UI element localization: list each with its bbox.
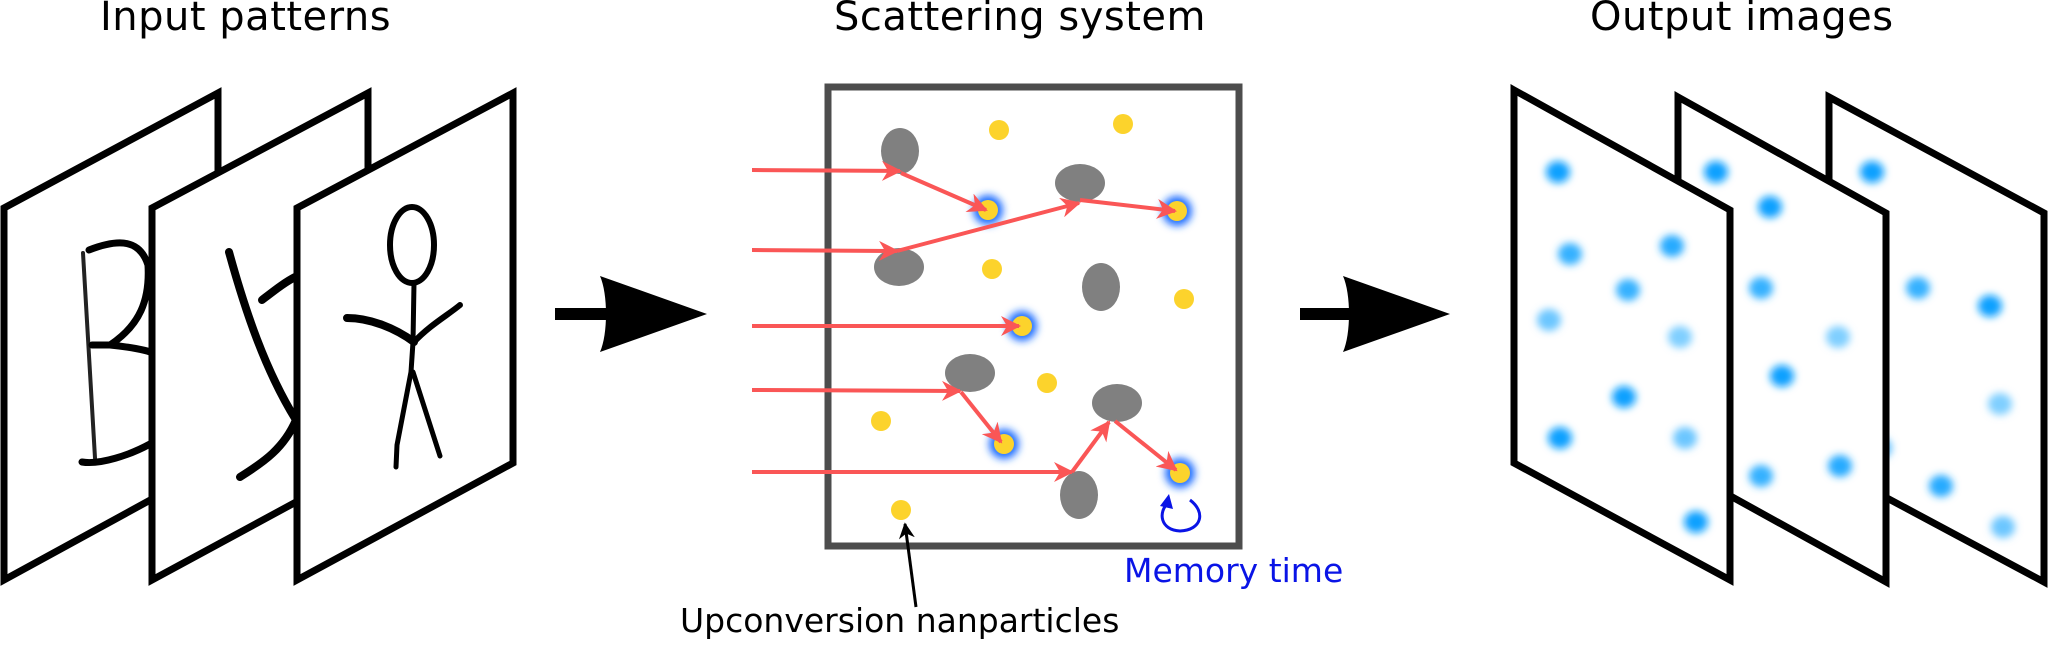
scatterer	[1055, 164, 1105, 202]
excited-nanoparticle	[973, 195, 1003, 225]
emission-spot	[1826, 326, 1850, 348]
output-images-stack	[1510, 84, 2048, 588]
stick-figure-drawing	[343, 204, 463, 470]
output-spots-2	[1704, 161, 1852, 487]
scatterer	[1082, 263, 1120, 311]
nanoparticle-indicated	[891, 500, 911, 520]
emission-spot	[1668, 326, 1692, 348]
output-image-1	[1510, 84, 1734, 586]
emission-spot	[1828, 455, 1852, 477]
memory-time-label: Memory time	[1124, 551, 1344, 590]
memory-loop-icon	[1160, 494, 1202, 533]
input-panel-stick-figure	[293, 87, 517, 586]
scatterer	[874, 248, 924, 286]
scatterers	[874, 128, 1142, 519]
ray	[1113, 419, 1178, 472]
ray	[896, 197, 1081, 253]
light-rays	[751, 160, 1178, 482]
scattering-system	[751, 83, 1243, 608]
emission-spot	[1558, 243, 1582, 265]
nanoparticle	[989, 120, 1009, 140]
emission-spot	[1770, 365, 1794, 387]
ray	[751, 380, 962, 401]
ray	[751, 240, 899, 261]
emission-spot	[1684, 511, 1708, 533]
input-patterns-stack	[0, 87, 517, 586]
emission-spot	[1673, 427, 1697, 449]
emission-spot	[1537, 309, 1561, 331]
emission-spot	[1704, 161, 1728, 183]
emission-spot	[1749, 277, 1773, 299]
scatterer	[945, 354, 995, 392]
scattering-system-title: Scattering system	[834, 0, 1206, 40]
upconversion-nanoparticles-label: Upconversion nanparticles	[680, 601, 1120, 640]
letter-b-drawing	[78, 239, 154, 467]
nanoparticle	[1037, 373, 1057, 393]
nanoparticle	[982, 259, 1002, 279]
emission-spot	[1988, 393, 2012, 415]
pointer-arrow	[898, 522, 918, 608]
emission-spot	[1978, 295, 2002, 317]
emission-spot	[1929, 475, 1953, 497]
output-images-title: Output images	[1590, 0, 1894, 40]
output-spots-1	[1537, 161, 1708, 533]
emission-spot	[1548, 427, 1572, 449]
emission-spot	[1612, 386, 1636, 408]
nanoparticle	[1113, 114, 1133, 134]
emission-spot	[1660, 235, 1684, 257]
ray	[1079, 198, 1177, 219]
emission-spot	[1860, 161, 1884, 183]
flow-arrow-input-to-scattering	[555, 276, 707, 352]
emission-spot	[1616, 279, 1640, 301]
ray	[959, 390, 1003, 444]
emission-spot	[1758, 196, 1782, 218]
nanoparticle	[1174, 289, 1194, 309]
input-patterns-title: Input patterns	[100, 0, 392, 40]
emission-spot	[1991, 516, 2015, 538]
scatterer	[881, 128, 919, 174]
ray	[900, 171, 988, 212]
emission-spot	[1749, 465, 1773, 487]
flow-arrow-scattering-to-output	[1300, 276, 1450, 352]
scatterer	[1060, 471, 1098, 519]
ray	[1070, 420, 1111, 474]
emission-spot	[1546, 161, 1570, 183]
nanoparticles-dim	[871, 114, 1194, 520]
ray	[751, 160, 902, 181]
scatterer	[1092, 384, 1142, 422]
emission-spot	[1906, 277, 1930, 299]
nanoparticle	[871, 411, 891, 431]
